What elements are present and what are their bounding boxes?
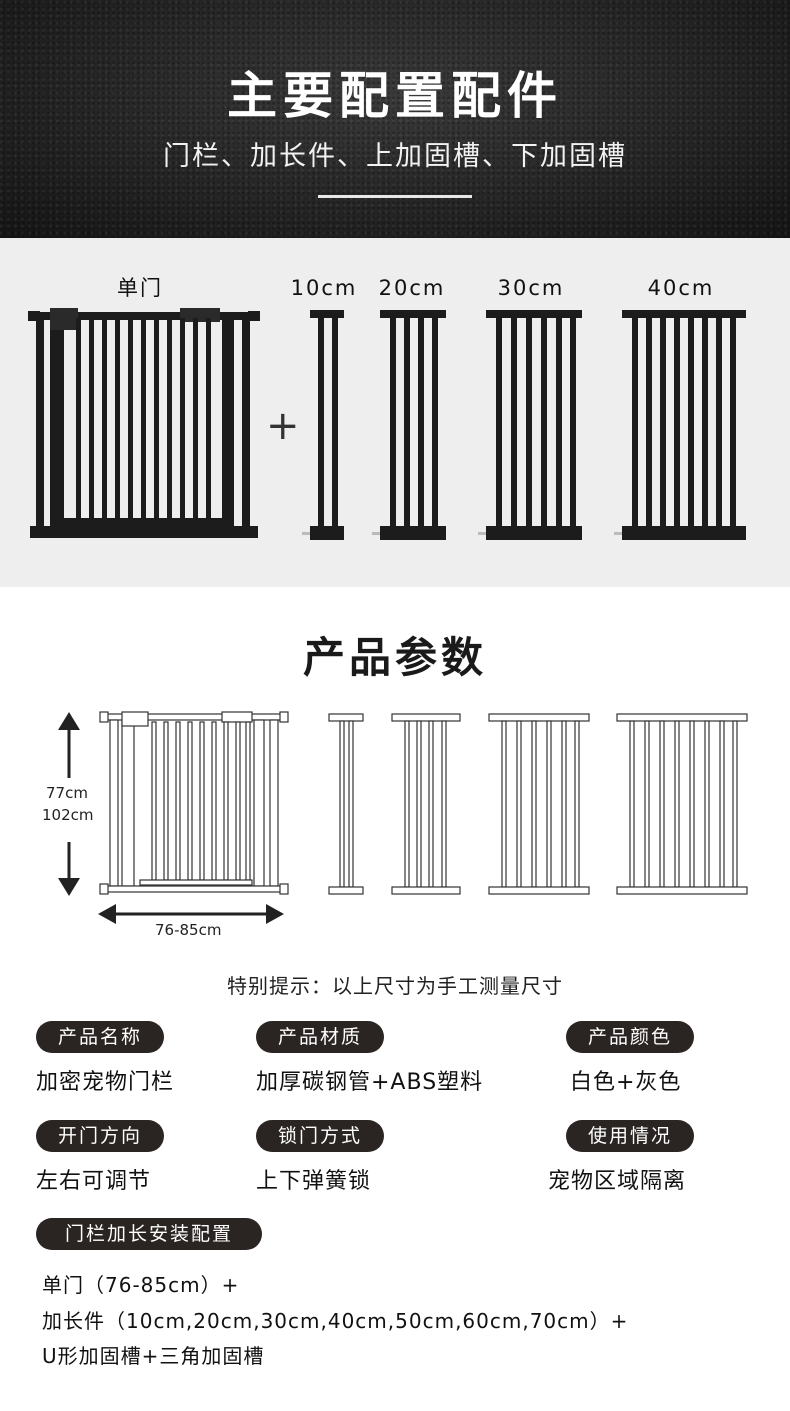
width-label: 76-85cm	[155, 921, 222, 939]
config-line-2: 加长件（10cm,20cm,30cm,40cm,50cm,60cm,70cm）+	[42, 1309, 629, 1333]
extension-20cm-image	[372, 310, 446, 540]
extension-40cm-image	[614, 310, 746, 540]
spec-label-color: 产品颜色	[566, 1021, 694, 1053]
extension-label-10: 10cm	[290, 276, 358, 300]
config-line-1: 单门（76-85cm）+	[42, 1273, 240, 1297]
height-label-102: 102cm	[42, 806, 94, 824]
spec-label-lock: 锁门方式	[256, 1120, 384, 1152]
config-label: 门栏加长安装配置	[36, 1218, 262, 1250]
spec-value-name: 加密宠物门栏	[36, 1070, 175, 1095]
header-banner: 主要配置配件 门栏、加长件、上加固槽、下加固槽	[0, 0, 790, 238]
spec-label-direction: 开门方向	[36, 1120, 164, 1152]
page-subtitle: 门栏、加长件、上加固槽、下加固槽	[163, 141, 627, 172]
spec-value-usage: 宠物区域隔离	[548, 1169, 687, 1194]
page-title: 主要配置配件	[227, 67, 563, 125]
spec-value-lock: 上下弹簧锁	[256, 1169, 372, 1194]
plus-sign: +	[266, 403, 300, 449]
black-gate-image	[28, 308, 260, 538]
extension-10cm-image	[302, 310, 344, 540]
spec-label-material: 产品材质	[256, 1021, 384, 1053]
params-title: 产品参数	[302, 633, 487, 682]
outline-extension-30cm	[488, 713, 590, 895]
outline-extension-20cm	[391, 713, 461, 895]
extension-label-20: 20cm	[378, 276, 446, 300]
spec-label-usage: 使用情况	[566, 1120, 694, 1152]
outline-extension-40cm	[616, 713, 748, 895]
extension-label-30: 30cm	[497, 276, 565, 300]
spec-value-color: 白色+灰色	[570, 1070, 682, 1095]
spec-value-material: 加厚碳钢管+ABS塑料	[256, 1070, 484, 1095]
height-label-77: 77cm	[46, 784, 88, 802]
width-arrow	[98, 904, 284, 924]
outline-gate-diagram	[99, 711, 289, 895]
extension-30cm-image	[478, 310, 582, 540]
spec-label-name: 产品名称	[36, 1021, 164, 1053]
config-line-3: U形加固槽+三角加固槽	[42, 1344, 265, 1368]
outline-extension-10cm	[328, 713, 364, 895]
extension-label-40: 40cm	[647, 276, 715, 300]
spec-value-direction: 左右可调节	[36, 1169, 152, 1194]
title-divider	[318, 195, 472, 198]
main-gate-label: 单门	[117, 276, 163, 300]
height-arrow	[58, 712, 80, 896]
measurement-note: 特别提示：以上尺寸为手工测量尺寸	[227, 974, 563, 998]
